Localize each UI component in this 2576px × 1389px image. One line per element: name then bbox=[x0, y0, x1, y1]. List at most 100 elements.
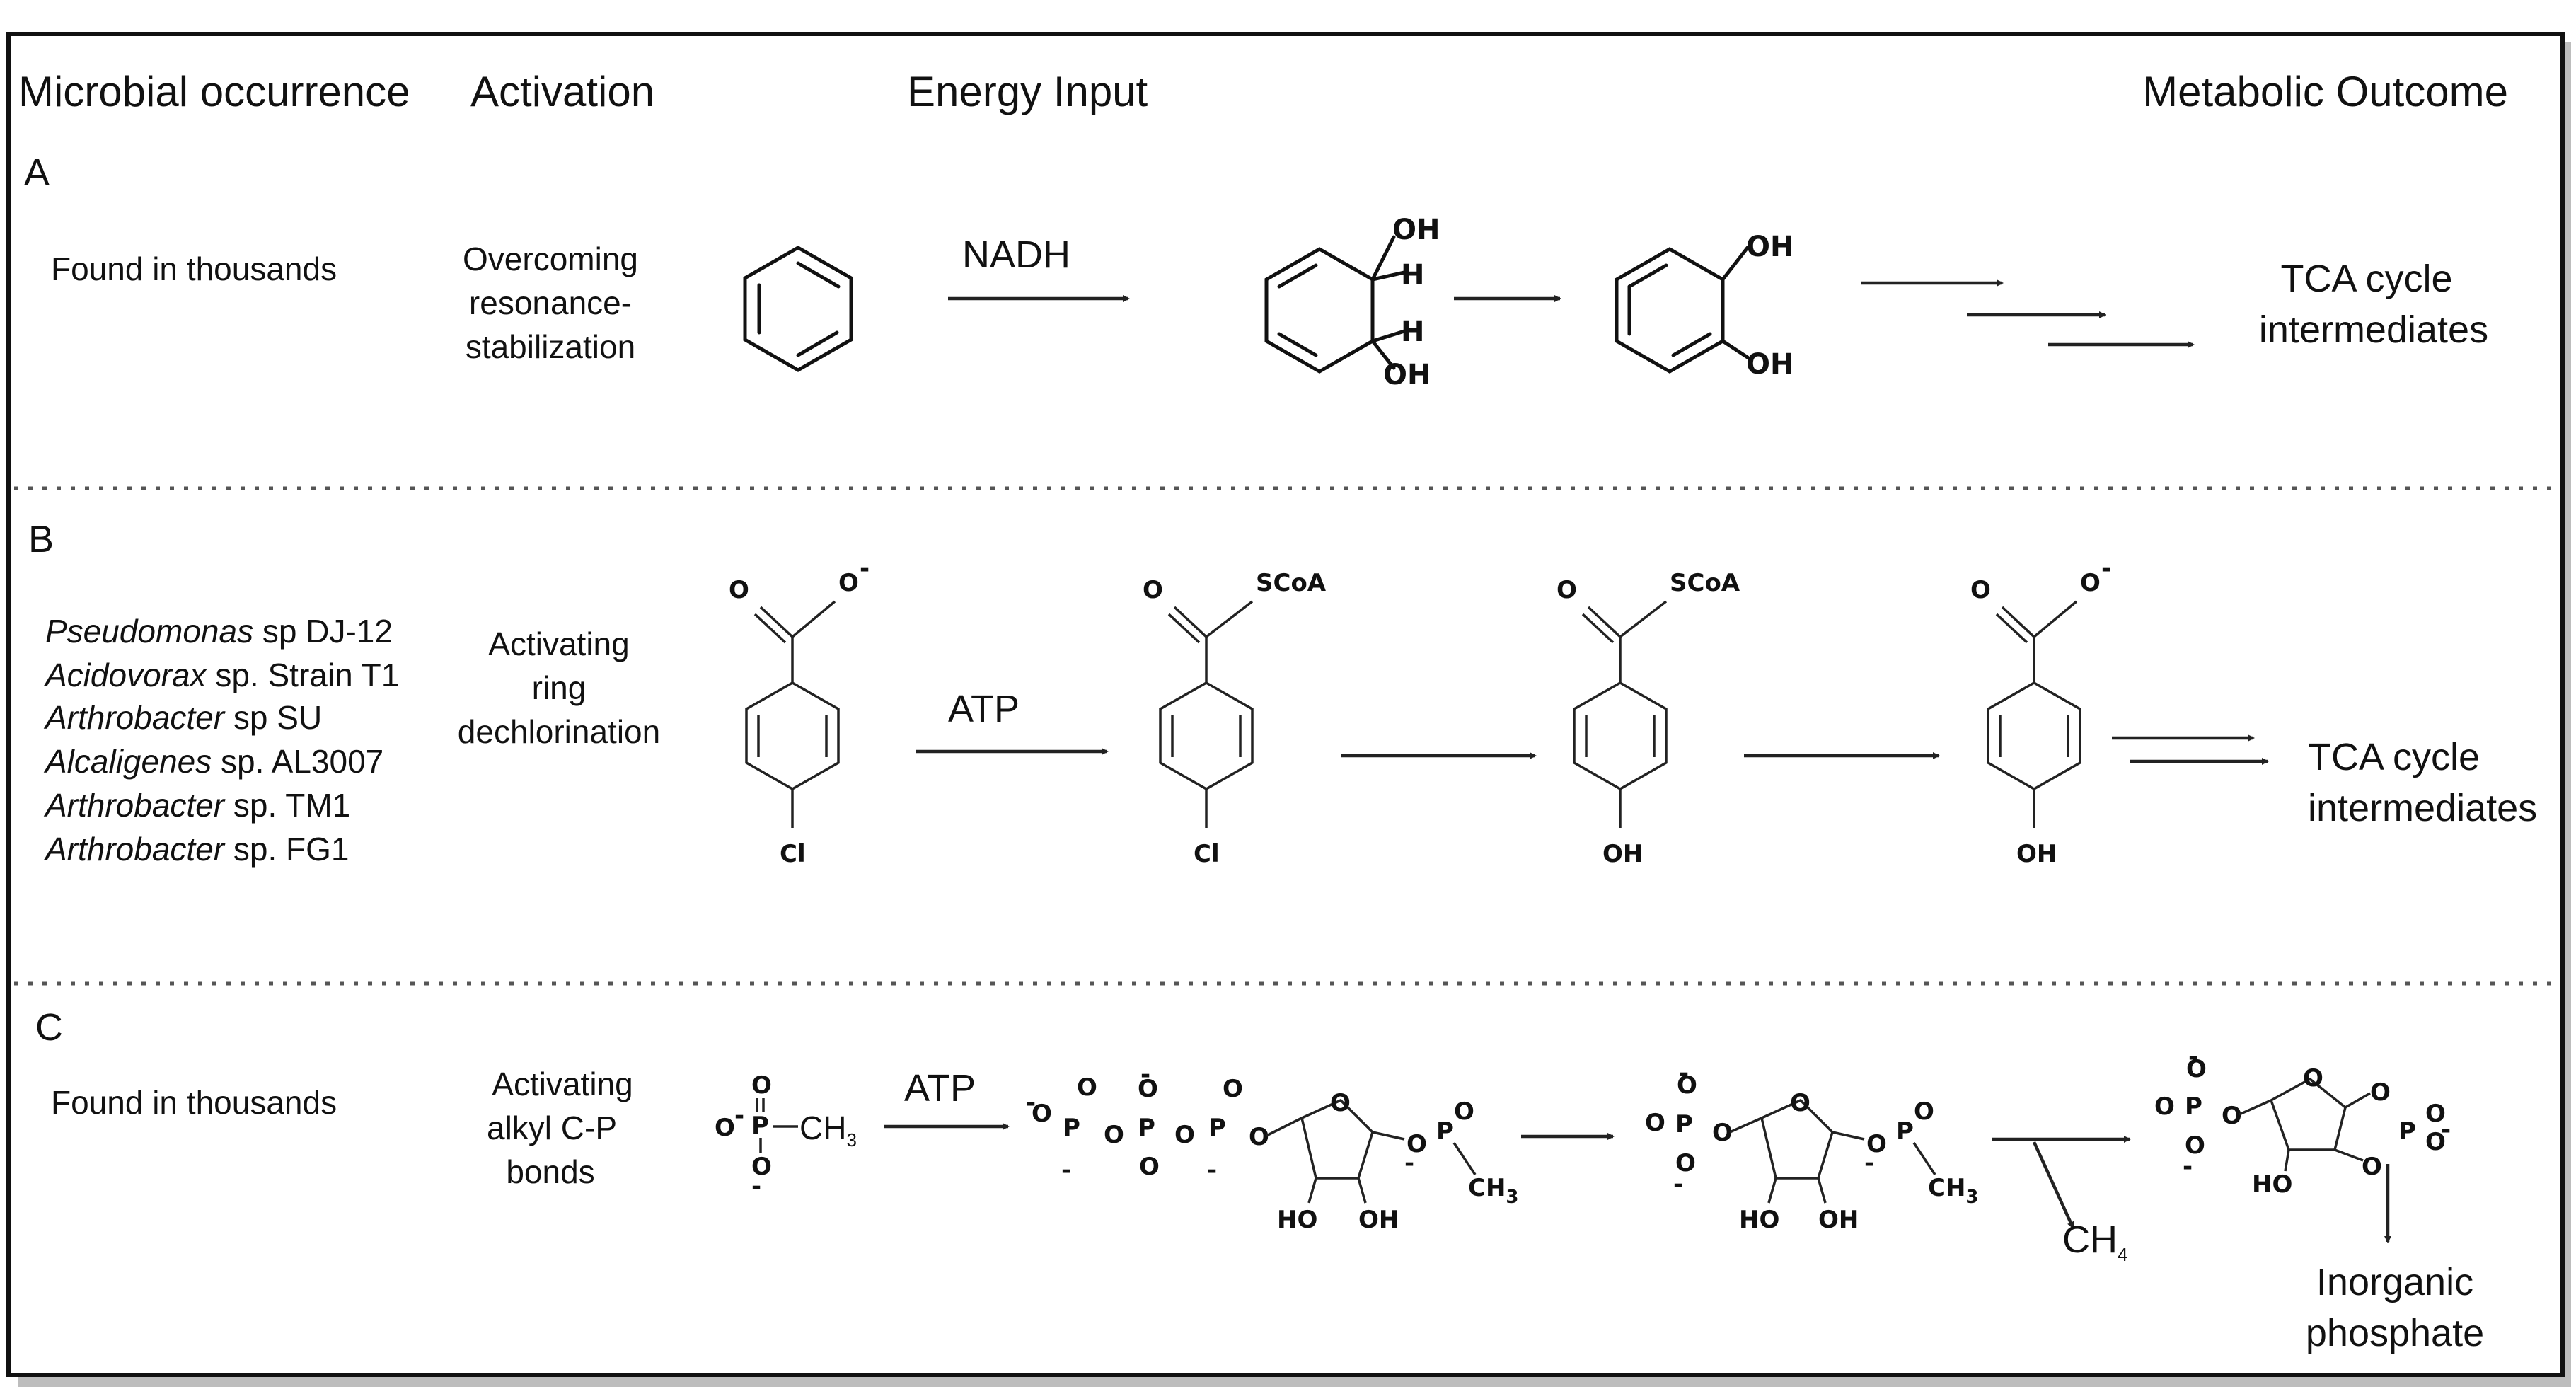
o-label: O bbox=[1249, 1123, 1269, 1151]
cl-label: Cl bbox=[780, 840, 806, 868]
chlorobenzoyl-coa-structure: O SCoA Cl bbox=[1143, 569, 1327, 868]
organism-genus: Acidovorax bbox=[43, 657, 208, 693]
panel-b-activation-2: ring bbox=[532, 669, 587, 706]
panel-b: B Pseudomonas sp DJ-12 Acidovorax sp. St… bbox=[28, 518, 2537, 868]
o-label: O bbox=[729, 576, 749, 604]
o-label: O bbox=[751, 1071, 772, 1100]
o-label: O bbox=[1104, 1121, 1124, 1149]
oh-label: OH bbox=[2016, 840, 2057, 868]
header-occurrence: Microbial occurrence bbox=[18, 68, 410, 115]
organism-genus: Arthrobacter bbox=[43, 831, 226, 868]
arrow-c3-branch bbox=[2032, 1141, 2075, 1229]
oh-label: OH bbox=[1383, 359, 1431, 391]
o-minus-sign: - bbox=[751, 1172, 761, 1201]
o-minus-sign: - bbox=[734, 1102, 744, 1130]
o-label: O bbox=[715, 1114, 735, 1142]
h-label: H bbox=[1401, 259, 1424, 292]
o-label: O bbox=[2154, 1093, 2175, 1121]
panel-a-activation-3: stabilization bbox=[466, 328, 635, 365]
scoa-label: SCoA bbox=[1670, 569, 1740, 597]
o-label: O bbox=[2303, 1064, 2323, 1093]
panel-a-outcome-2: intermediates bbox=[2259, 309, 2488, 351]
triphosphoribosyl-methylphosphonate-structure: O - P O - O P O - O O P O - O O HO OH O … bbox=[1026, 1061, 1519, 1234]
ch3-label: CH3 bbox=[1928, 1174, 1979, 1208]
o-minus-sign: - bbox=[1061, 1156, 1071, 1185]
panel-b-outcome-1: TCA cycle bbox=[2308, 736, 2480, 778]
organism-strain: sp DJ-12 bbox=[253, 613, 393, 650]
organism-strain: sp. FG1 bbox=[224, 831, 349, 868]
panel-b-activation-3: dechlorination bbox=[458, 713, 660, 750]
o-minus-sign: - bbox=[1679, 1059, 1689, 1088]
ribose-phosphonate-structure: O P O - O - O O HO OH O - P O CH3 bbox=[1645, 1059, 1979, 1234]
h-label: H bbox=[1401, 316, 1424, 348]
cyclic-ribose-phosphate-structure: O P O - O - O O HO O O P O O - bbox=[2154, 1043, 2451, 1199]
header-activation: Activation bbox=[470, 68, 654, 115]
o-label: O bbox=[1032, 1100, 1052, 1128]
ho-label: HO bbox=[2252, 1170, 2292, 1199]
o-minus-sign: - bbox=[1673, 1170, 1683, 1199]
benzene-structure bbox=[743, 246, 853, 372]
o-minus-sign: - bbox=[2183, 1153, 2193, 1181]
ho-label: HO bbox=[1739, 1206, 1779, 1234]
scoa-label: SCoA bbox=[1256, 569, 1327, 597]
ch3-label: CH3 bbox=[1468, 1174, 1519, 1208]
panel-c-byproduct-methane: CH4 bbox=[2062, 1218, 2127, 1265]
o-minus-sign: - bbox=[1207, 1156, 1217, 1185]
svg-text:Alcaligenes sp. AL3007: Alcaligenes sp. AL3007 bbox=[43, 743, 383, 780]
header-metabolic-outcome: Metabolic Outcome bbox=[2142, 68, 2508, 115]
o-minus-sign: - bbox=[2101, 555, 2111, 583]
p-label: P bbox=[1138, 1114, 1155, 1142]
header-energy-input: Energy Input bbox=[907, 68, 1148, 115]
o-label: O bbox=[2080, 569, 2101, 597]
panel-a-letter: A bbox=[24, 151, 50, 194]
methylphosphonate-structure: P O O O - - CH3 bbox=[715, 1071, 857, 1201]
o-label: O bbox=[2370, 1078, 2391, 1107]
o-label: O bbox=[1675, 1149, 1696, 1177]
o-label: O bbox=[1645, 1109, 1665, 1137]
o-label: O bbox=[2186, 1055, 2207, 1083]
o-label: O bbox=[1330, 1089, 1351, 1117]
hydroxybenzoate-structure: O O - OH bbox=[1970, 555, 2111, 868]
organism-genus: Arthrobacter bbox=[43, 787, 226, 824]
o-minus-sign: - bbox=[2441, 1116, 2451, 1144]
organism-strain: sp SU bbox=[224, 699, 322, 736]
organism-genus: Pseudomonas bbox=[45, 613, 253, 650]
o-minus-sign: - bbox=[1026, 1089, 1036, 1117]
oh-label: OH bbox=[1358, 1206, 1399, 1234]
oh-label: OH bbox=[1818, 1206, 1859, 1234]
panel-a-activation-2: resonance- bbox=[469, 284, 632, 321]
o-label: O bbox=[1077, 1073, 1097, 1102]
o-minus-sign: - bbox=[1140, 1061, 1150, 1089]
organism-genus: Arthrobacter bbox=[43, 699, 226, 736]
oh-label: OH bbox=[1602, 840, 1643, 868]
p-label: P bbox=[1063, 1114, 1080, 1142]
dihydrodiol-structure: OH H H OH bbox=[1264, 214, 1440, 391]
o-label: O bbox=[1138, 1075, 1158, 1103]
panel-a-occurrence: Found in thousands bbox=[51, 250, 337, 287]
panel-c: C Found in thousands Activating alkyl C-… bbox=[35, 1006, 2484, 1354]
catechol-structure: OH OH bbox=[1615, 231, 1794, 381]
panel-c-activation-1: Activating bbox=[492, 1066, 633, 1102]
o-label: O bbox=[2362, 1153, 2382, 1181]
o-label: O bbox=[1454, 1097, 1474, 1126]
p-label: P bbox=[1436, 1117, 1454, 1146]
organism-genus: Alcaligenes bbox=[43, 743, 212, 780]
o-label: O bbox=[1556, 576, 1577, 604]
svg-text:Arthrobacter sp. TM1: Arthrobacter sp. TM1 bbox=[43, 787, 350, 824]
panel-c-letter: C bbox=[35, 1006, 63, 1049]
p-label: P bbox=[2398, 1117, 2416, 1146]
o-minus-sign: - bbox=[1864, 1149, 1874, 1177]
panel-c-outcome-1: Inorganic bbox=[2316, 1261, 2473, 1303]
p-label: P bbox=[2185, 1093, 2202, 1121]
panel-c-occurrence: Found in thousands bbox=[51, 1084, 337, 1121]
o-label: O bbox=[1143, 576, 1163, 604]
svg-text:Arthrobacter sp SU: Arthrobacter sp SU bbox=[43, 699, 322, 736]
panel-a-outcome-1: TCA cycle bbox=[2280, 258, 2452, 300]
svg-text:Pseudomonas sp DJ-12: Pseudomonas sp DJ-12 bbox=[45, 613, 393, 650]
o-label: O bbox=[1223, 1075, 1243, 1103]
svg-text:Arthrobacter sp. FG1: Arthrobacter sp. FG1 bbox=[43, 831, 350, 868]
o-label: O bbox=[1677, 1071, 1697, 1100]
panel-b-energy-atp: ATP bbox=[948, 688, 1020, 730]
p-label: P bbox=[1675, 1110, 1693, 1139]
